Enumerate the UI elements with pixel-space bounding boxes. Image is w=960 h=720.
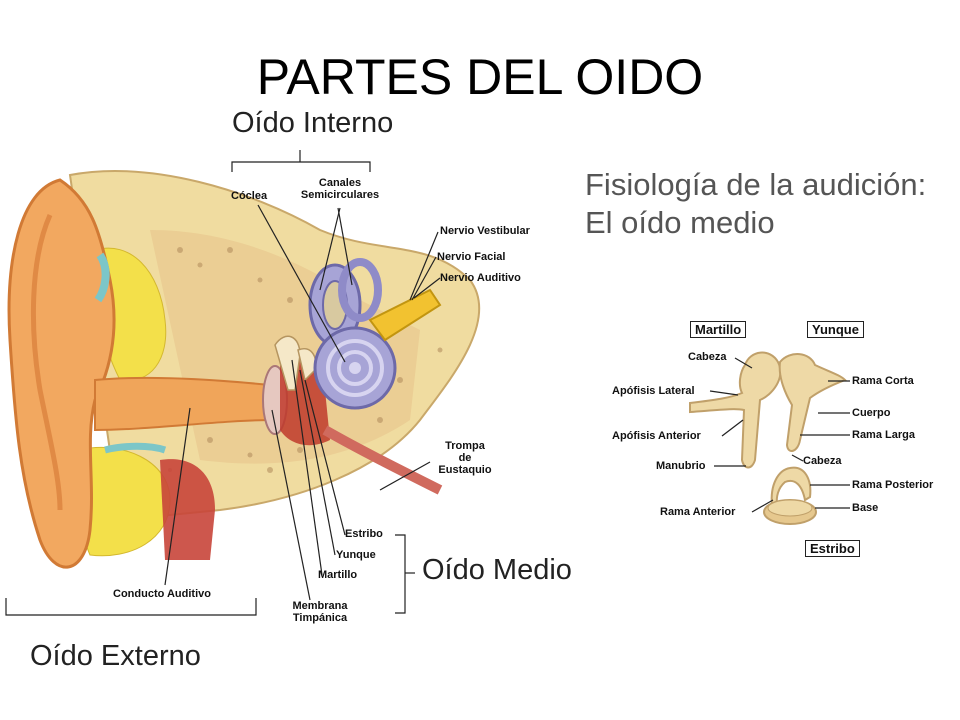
label-trompa: Trompa de Eustaquio [425, 440, 505, 476]
box-estribo: Estribo [805, 540, 860, 557]
label-trompa-line1: Trompa [445, 440, 485, 452]
middle-ear-heading: Oído Medio [422, 554, 572, 586]
label-cabeza-estribo: Cabeza [803, 455, 842, 467]
label-base: Base [852, 502, 879, 514]
label-rama-larga: Rama Larga [852, 429, 915, 441]
label-trompa-line2: de [458, 452, 472, 464]
label-membrana-line2: Timpánica [292, 612, 348, 624]
label-coclea: Cóclea [231, 190, 268, 202]
label-nervio-facial: Nervio Facial [437, 251, 506, 263]
outer-ear-heading: Oído Externo [30, 640, 201, 672]
label-cabeza-martillo: Cabeza [688, 351, 727, 363]
label-trompa-line3: Eustaquio [438, 464, 492, 476]
label-manubrio: Manubrio [656, 460, 706, 472]
label-estribo: Estribo [345, 528, 383, 540]
slide-title: PARTES DEL OIDO [256, 49, 704, 105]
box-yunque: Yunque [807, 321, 864, 338]
label-yunque: Yunque [336, 549, 376, 561]
label-cuerpo: Cuerpo [852, 407, 891, 419]
label-canales: Canales Semicirculares [290, 177, 390, 201]
physiology-title: Fisiología de la audición: El oído medio [585, 166, 926, 242]
label-membrana-line1: Membrana [292, 600, 348, 612]
label-rama-posterior: Rama Posterior [852, 479, 934, 491]
label-nervio-auditivo: Nervio Auditivo [440, 272, 521, 284]
label-rama-corta: Rama Corta [852, 375, 914, 387]
label-conducto-auditivo: Conducto Auditivo [113, 588, 211, 600]
box-martillo: Martillo [690, 321, 747, 338]
label-rama-anterior: Rama Anterior [660, 506, 736, 518]
label-apofisis-anterior: Apófisis Anterior [612, 430, 701, 442]
label-membrana: Membrana Timpánica [280, 600, 360, 624]
label-canales-line1: Canales [318, 177, 362, 189]
label-nervio-vestibular: Nervio Vestibular [440, 225, 530, 237]
inner-ear-heading: Oído Interno [232, 107, 394, 139]
label-martillo: Martillo [318, 569, 358, 581]
physiology-line2: El oído medio [585, 205, 775, 240]
physiology-line1: Fisiología de la audición: [585, 167, 927, 202]
label-apofisis-lateral: Apófisis Lateral [612, 385, 695, 397]
label-canales-line2: Semicirculares [300, 189, 380, 201]
